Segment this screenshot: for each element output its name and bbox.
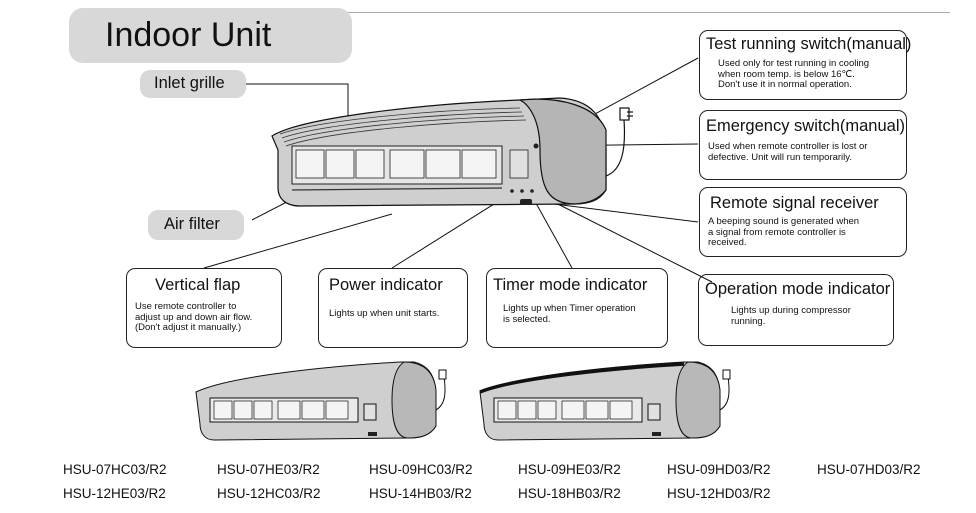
emergency-switch-heading: Emergency switch(manual) bbox=[706, 117, 905, 135]
emergency-switch-desc: Used when remote controller is lost or d… bbox=[708, 141, 868, 163]
test-switch-desc: Used only for test running in cooling wh… bbox=[718, 58, 870, 90]
remote-receiver-leader bbox=[537, 201, 699, 223]
model-row2-5: HSU-12HD03/R2 bbox=[667, 486, 771, 501]
timer-indicator-leader bbox=[531, 195, 573, 269]
model-row1-2: HSU-07HE03/R2 bbox=[217, 462, 320, 477]
timer-indicator-callout: Timer mode indicator Lights up when Time… bbox=[486, 268, 668, 348]
inlet-grille-text: Inlet grille bbox=[154, 74, 225, 92]
title-pill: Indoor Unit bbox=[69, 8, 352, 63]
power-cord bbox=[605, 107, 633, 177]
power-indicator-callout: Power indicator Lights up when unit star… bbox=[318, 268, 468, 348]
main-unit bbox=[271, 97, 607, 207]
operation-indicator-heading: Operation mode indicator bbox=[705, 280, 891, 298]
remote-receiver-callout: Remote signal receiver A beeping sound i… bbox=[699, 187, 907, 257]
power-indicator-leader bbox=[391, 193, 511, 269]
model-row1-6: HSU-07HD03/R2 bbox=[817, 462, 921, 477]
power-indicator-heading: Power indicator bbox=[329, 276, 443, 294]
remote-receiver-desc: A beeping sound is generated when a sign… bbox=[708, 216, 860, 248]
model-row1-5: HSU-09HD03/R2 bbox=[667, 462, 771, 477]
timer-indicator-desc: Lights up when Timer operation is select… bbox=[503, 303, 636, 325]
model-row2-1: HSU-12HE03/R2 bbox=[63, 486, 166, 501]
model-row1-4: HSU-09HE03/R2 bbox=[518, 462, 621, 477]
model-row2-3: HSU-14HB03/R2 bbox=[369, 486, 472, 501]
page-title: Indoor Unit bbox=[105, 16, 272, 54]
remote-receiver-heading: Remote signal receiver bbox=[710, 194, 879, 212]
power-indicator-desc: Lights up when unit starts. bbox=[329, 308, 440, 319]
test-switch-callout: Test running switch(manual) Used only fo… bbox=[699, 30, 912, 100]
emergency-switch-callout: Emergency switch(manual) Used when remot… bbox=[699, 110, 907, 180]
test-switch-heading: Test running switch(manual) bbox=[706, 35, 912, 53]
model-row1-3: HSU-09HC03/R2 bbox=[369, 462, 473, 477]
vertical-flap-leader bbox=[203, 213, 393, 269]
model-row2-4: HSU-18HB03/R2 bbox=[518, 486, 621, 501]
timer-indicator-heading: Timer mode indicator bbox=[493, 276, 648, 294]
small-unit-left bbox=[195, 361, 447, 441]
model-row1-1: HSU-07HC03/R2 bbox=[63, 462, 167, 477]
vertical-flap-desc: Use remote controller to adjust up and d… bbox=[135, 301, 253, 333]
model-row2-2: HSU-12HC03/R2 bbox=[217, 486, 321, 501]
vertical-flap-heading: Vertical flap bbox=[155, 276, 241, 294]
air-filter-label: Air filter bbox=[148, 210, 244, 240]
operation-indicator-callout: Operation mode indicator Lights up durin… bbox=[698, 274, 894, 346]
air-filter-text: Air filter bbox=[164, 215, 220, 233]
small-unit-right bbox=[479, 361, 731, 441]
operation-indicator-leader bbox=[537, 193, 713, 283]
header-rule bbox=[340, 12, 950, 13]
operation-indicator-desc: Lights up during compressor running. bbox=[731, 305, 851, 327]
inlet-grille-label: Inlet grille bbox=[140, 70, 246, 98]
vertical-flap-callout: Vertical flap Use remote controller to a… bbox=[126, 268, 282, 348]
